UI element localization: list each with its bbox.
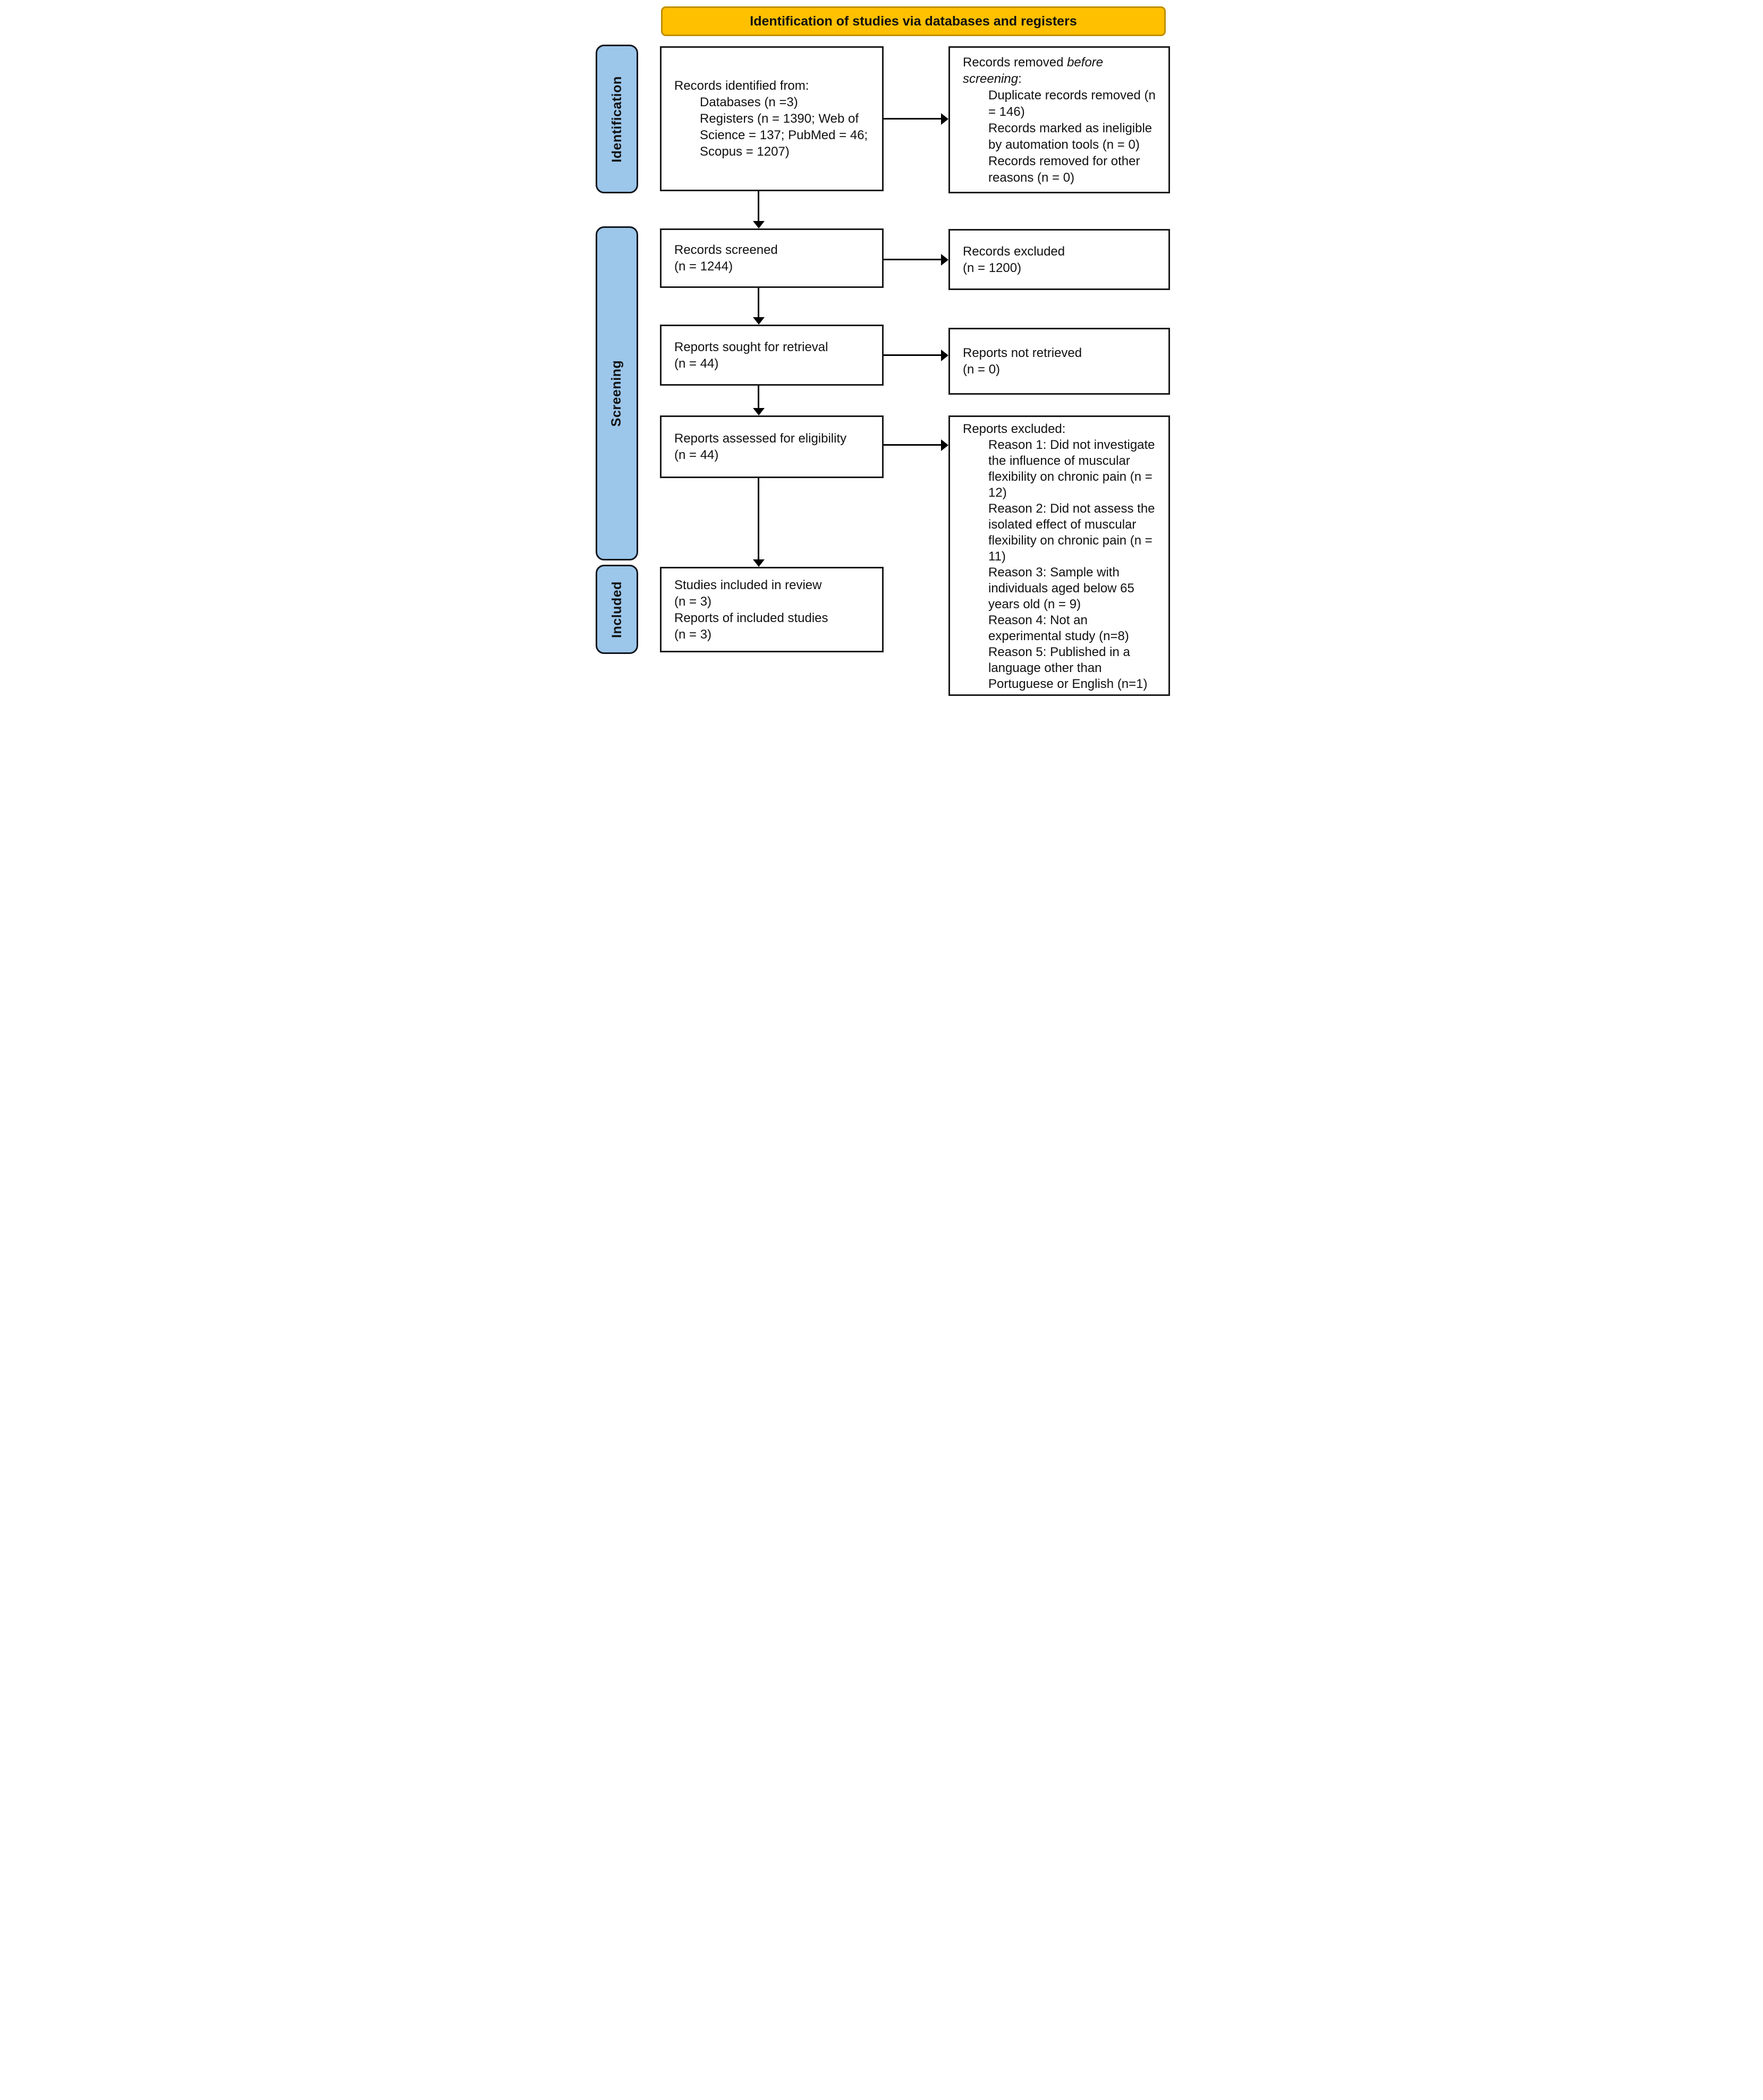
stage-label-included-text: Included xyxy=(609,581,624,638)
box-items: Duplicate records removed (n = 146)Recor… xyxy=(963,87,1163,186)
text-line: Reason 5: Published in a language other … xyxy=(988,645,1148,691)
text-line: Reports sought for retrieval xyxy=(674,339,828,354)
records-identified-box: Records identified from: Databases (n =3… xyxy=(660,46,884,191)
box-lines: Reports assessed for eligibility (n = 44) xyxy=(674,430,877,463)
arrow-down-icon xyxy=(753,221,765,228)
box-items: Databases (n =3) Registers (n = 1390; Web… xyxy=(674,94,877,160)
box-lines: Reports sought for retrieval (n = 44) xyxy=(674,339,877,372)
lead-italic-text: screening xyxy=(963,71,1019,86)
arrow-down-line xyxy=(758,288,759,317)
box-lead-line2: screening: xyxy=(963,71,1163,87)
text-line: Reason 2: Did not assess the isolated ef… xyxy=(988,501,1155,564)
title-banner: Identification of studies via databases … xyxy=(661,6,1166,36)
stage-label-included: Included xyxy=(596,565,638,654)
arrow-down-icon xyxy=(753,408,765,415)
box-lead: Records removed before xyxy=(963,54,1163,71)
text-line: Reports of included studies xyxy=(674,610,828,625)
arrow-down-icon xyxy=(753,317,765,325)
stage-label-identification-text: Identification xyxy=(609,75,624,163)
text-line: Registers (n = 1390; Web of Science = 13… xyxy=(700,112,868,159)
text-line: Records excluded xyxy=(963,244,1065,259)
arrow-right-line xyxy=(884,444,941,446)
arrow-right-icon xyxy=(941,350,948,361)
text-line: (n = 0) xyxy=(963,362,1001,377)
stage-label-identification: Identification xyxy=(596,45,638,193)
box-lead: Records identified from: xyxy=(674,79,809,93)
text-line: Databases (n =3) xyxy=(700,95,798,109)
reports-excluded-box: Reports excluded: Reason 1: Did not inve… xyxy=(948,415,1170,696)
arrow-right-icon xyxy=(941,113,948,125)
text-line: Reports not retrieved xyxy=(963,346,1082,360)
lead-italic-text: before xyxy=(1067,55,1104,70)
text-line: Reason 4: Not an experimental study (n=8… xyxy=(988,613,1129,643)
text-line: (n = 3) xyxy=(674,594,712,609)
arrow-right-icon xyxy=(941,439,948,451)
text-line: Duplicate records removed (n = 146) xyxy=(988,88,1156,119)
arrow-down-line xyxy=(758,191,759,221)
reports-not-retrieved-box: Reports not retrieved (n = 0) xyxy=(948,328,1170,395)
box-lines: Records screened (n = 1244) xyxy=(674,242,877,275)
text-line: Studies included in review xyxy=(674,577,822,592)
text-line: (n = 44) xyxy=(674,448,719,462)
box-items: Reason 1: Did not investigate the influe… xyxy=(963,437,1163,692)
records-screened-box: Records screened (n = 1244) xyxy=(660,228,884,288)
text-line: (n = 3) xyxy=(674,627,712,642)
records-removed-box: Records removed before screening: Duplic… xyxy=(948,46,1170,193)
lead-normal-text: Records removed xyxy=(963,55,1067,70)
text-line: Reports assessed for eligibility xyxy=(674,431,847,446)
prisma-flow-diagram: Identification of studies via databases … xyxy=(588,0,1175,700)
text-line: Reason 1: Did not investigate the influe… xyxy=(988,438,1155,500)
studies-included-box: Studies included in review(n = 3)Reports… xyxy=(660,567,884,652)
arrow-right-icon xyxy=(941,254,948,266)
arrow-down-line xyxy=(758,386,759,408)
arrow-down-line xyxy=(758,478,759,559)
box-lines: Reports not retrieved (n = 0) xyxy=(963,345,1163,378)
text-line: (n = 44) xyxy=(674,356,719,371)
records-excluded-box: Records excluded(n = 1200) xyxy=(948,229,1170,290)
box-lines: Records excluded(n = 1200) xyxy=(963,243,1163,276)
stage-label-screening: Screening xyxy=(596,226,638,560)
arrow-down-icon xyxy=(753,559,765,567)
stage-label-screening-text: Screening xyxy=(609,360,624,427)
box-lines: Studies included in review(n = 3)Reports… xyxy=(674,577,877,643)
text-line: Records screened xyxy=(674,243,778,257)
banner-title: Identification of studies via databases … xyxy=(750,13,1077,29)
reports-assessed-box: Reports assessed for eligibility (n = 44) xyxy=(660,415,884,478)
arrow-right-line xyxy=(884,118,941,120)
arrow-right-line xyxy=(884,354,941,356)
text-line: Reason 3: Sample with individuals aged b… xyxy=(988,565,1134,611)
text-line: (n = 1244) xyxy=(674,259,733,274)
reports-sought-box: Reports sought for retrieval (n = 44) xyxy=(660,325,884,386)
arrow-right-line xyxy=(884,259,941,260)
lead-normal-text: : xyxy=(1018,71,1022,86)
text-line: (n = 1200) xyxy=(963,260,1022,275)
box-lead: Reports excluded: xyxy=(963,422,1066,436)
text-line: Records removed for other reasons (n = 0… xyxy=(988,154,1140,185)
text-line: Records marked as ineligible by automati… xyxy=(988,121,1152,152)
